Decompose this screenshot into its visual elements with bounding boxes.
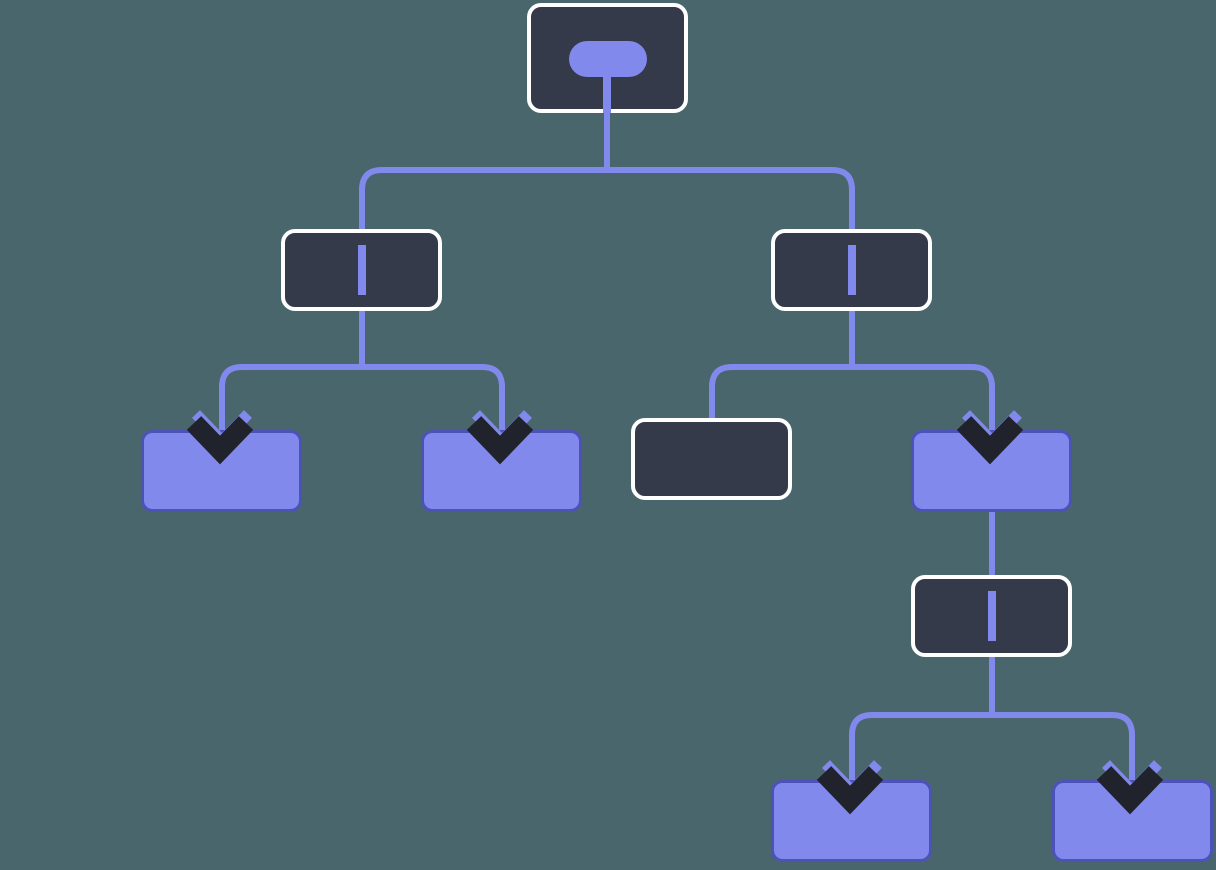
- node-l4-b-shape[interactable]: [1052, 780, 1213, 862]
- node-l4-a[interactable]: [771, 780, 932, 862]
- node-l4-b[interactable]: [1052, 780, 1213, 862]
- edge-root-to-l1b: [604, 46, 855, 290]
- node-root-stem-icon: [603, 74, 611, 113]
- node-l2-b[interactable]: [421, 430, 582, 512]
- arrowhead-into-l4b: [1096, 760, 1164, 815]
- arrowhead-into-l4a: [816, 760, 884, 815]
- edge-l1b-to-l2c: [709, 243, 855, 420]
- arrowhead-into-l2d: [956, 410, 1024, 465]
- edge-layer: [219, 46, 1135, 802]
- edge-l3a-to-l4a: [849, 640, 995, 802]
- node-l2-d[interactable]: [911, 430, 1072, 512]
- node-l4-a-shape[interactable]: [771, 780, 932, 862]
- edge-root-to-l1a: [359, 46, 610, 290]
- arrowhead-into-l2a: [186, 410, 254, 465]
- edge-l3a-to-l4b: [989, 640, 1135, 802]
- arrowhead-into-l2b: [466, 410, 534, 465]
- node-l3-a[interactable]: [911, 575, 1072, 657]
- edge-l1a-to-l2b: [359, 243, 505, 452]
- node-l2-c-shape[interactable]: [631, 418, 792, 500]
- node-l2-a[interactable]: [141, 430, 302, 512]
- node-l1-b-bar-icon: [848, 245, 856, 295]
- node-l1-a-bar-icon: [358, 245, 366, 295]
- node-l2-a-shape[interactable]: [141, 430, 302, 512]
- node-l2-d-shape[interactable]: [911, 430, 1072, 512]
- arrowhead-layer: [186, 410, 1164, 815]
- node-l3-a-bar-icon: [988, 591, 996, 641]
- node-l1-a[interactable]: [281, 229, 442, 311]
- node-l2-b-shape[interactable]: [421, 430, 582, 512]
- node-root[interactable]: [527, 3, 688, 113]
- node-l1-b[interactable]: [771, 229, 932, 311]
- node-layer: [141, 3, 1213, 862]
- node-root-pill-icon: [569, 41, 647, 77]
- edge-l1a-to-l2a: [219, 243, 365, 452]
- edge-l1b-to-l2d: [849, 243, 995, 452]
- node-l2-c[interactable]: [631, 418, 792, 500]
